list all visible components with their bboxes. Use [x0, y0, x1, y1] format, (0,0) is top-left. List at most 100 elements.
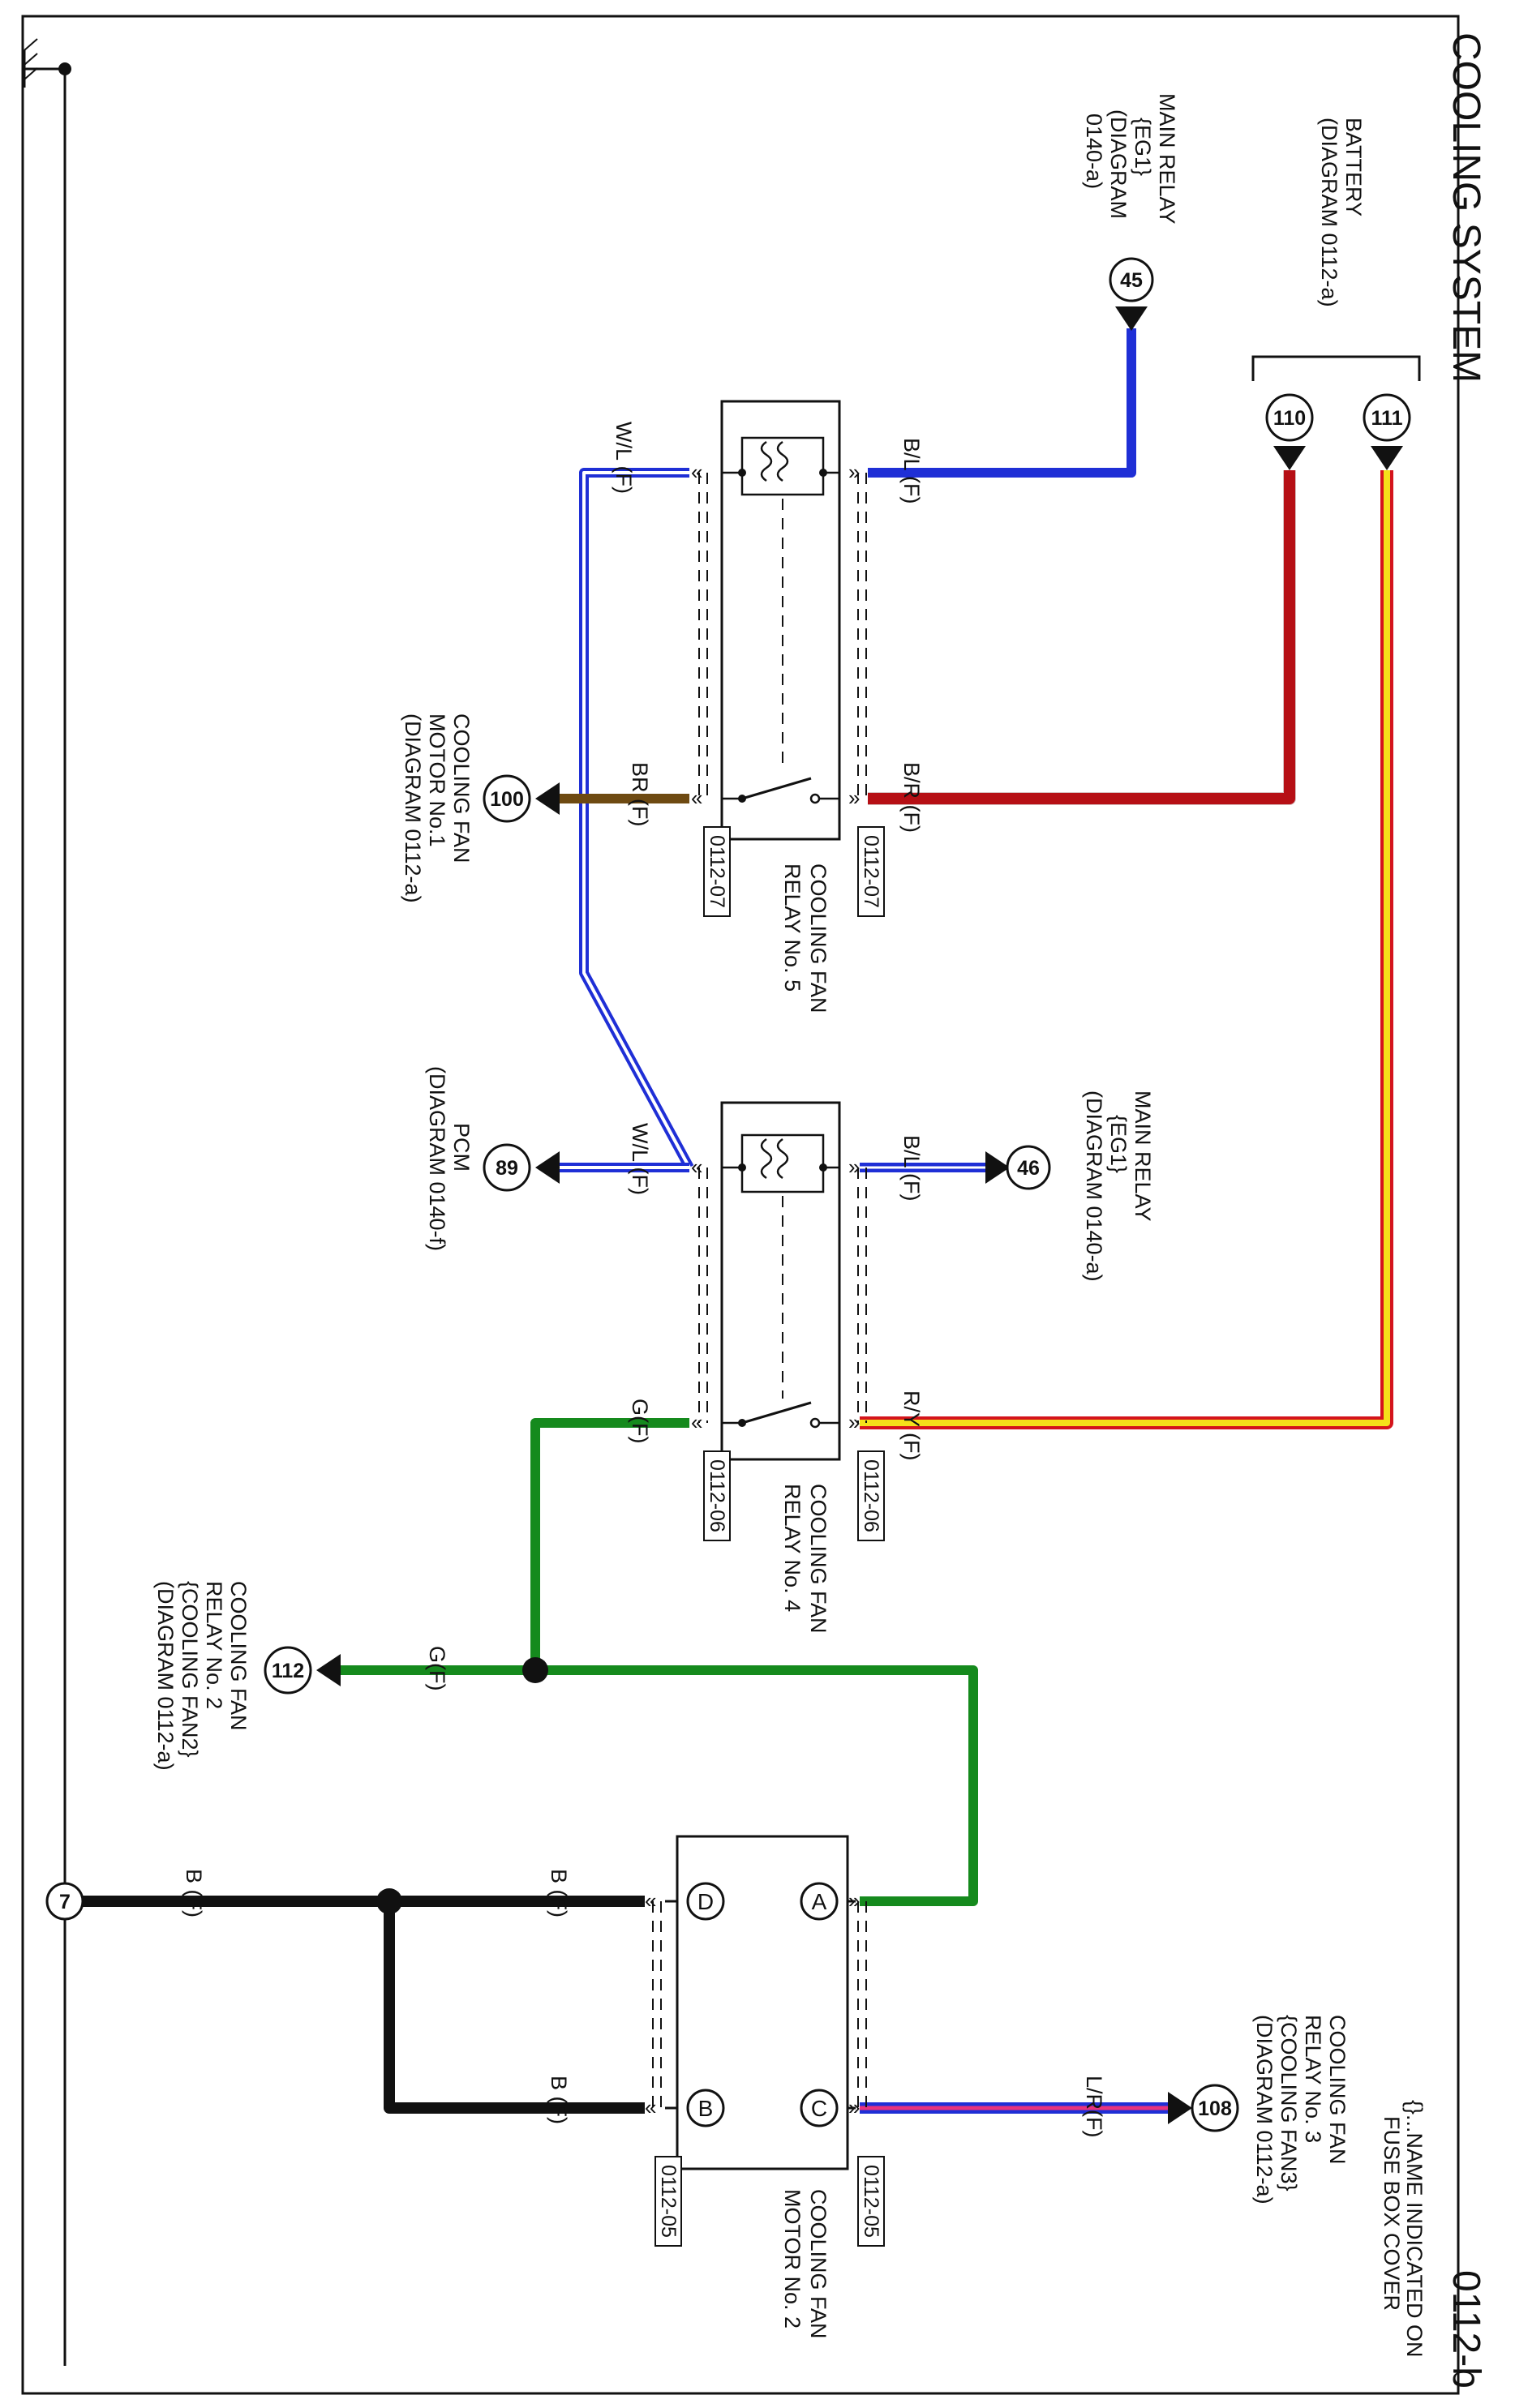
- svg-text:0112-06: 0112-06: [860, 1459, 882, 1532]
- wire-ry-111: [860, 470, 1393, 1429]
- svg-text:RELAY No. 5: RELAY No. 5: [780, 863, 805, 992]
- wire-label-b-gnd: B (F): [182, 1869, 206, 1917]
- svg-text:COOLING FAN: COOLING FAN: [1325, 2015, 1350, 2165]
- splice-green: [522, 1657, 548, 1683]
- wire-label-bl-mid: B/L (F): [899, 1135, 924, 1202]
- wire-label-bl-top: B/L (F): [899, 438, 924, 504]
- svg-text:COOLING FAN: COOLING FAN: [449, 713, 474, 863]
- t89-label: PCM (DIAGRAM 0140-f): [425, 1066, 474, 1251]
- svg-text:(DIAGRAM 0112-a): (DIAGRAM 0112-a): [401, 713, 425, 903]
- wire-label-lr: L/R(F): [1082, 2076, 1106, 2138]
- wire-label-wl-mid: W/L (F): [628, 1123, 652, 1195]
- svg-text:{EG1}: {EG1}: [1106, 1115, 1131, 1173]
- motor-2: » » « « A C D B: [645, 1835, 867, 2170]
- svg-text:112: 112: [272, 1660, 304, 1682]
- wire-label-g-relay4: G(F): [628, 1399, 652, 1443]
- code-motor2-top: 0112-05: [857, 2156, 885, 2247]
- svg-text:COOLING FAN: COOLING FAN: [226, 1581, 251, 1731]
- svg-text:D: D: [697, 1889, 714, 1914]
- code-relay5-top: 0112-07: [857, 826, 885, 917]
- svg-text:0112-07: 0112-07: [706, 835, 728, 908]
- svg-text:MAIN RELAY: MAIN RELAY: [1131, 1090, 1155, 1222]
- svg-text:COOLING FAN: COOLING FAN: [806, 863, 830, 1013]
- relay-4: » » « «: [691, 1101, 867, 1461]
- svg-text:(DIAGRAM 0140-f): (DIAGRAM 0140-f): [425, 1066, 449, 1251]
- svg-text:«: «: [691, 786, 702, 810]
- code-relay5-bottom: 0112-07: [703, 826, 731, 917]
- svg-text:100: 100: [490, 788, 524, 811]
- t100-label: COOLING FAN MOTOR No.1 (DIAGRAM 0112-a): [401, 713, 474, 903]
- page-code: 0112-b: [1444, 2270, 1487, 2389]
- t45-label: MAIN RELAY {EG1} (DIAGRAM 0140-a): [1082, 93, 1179, 225]
- legend-note: {}...NAME INDICATED ON FUSE BOX COVER: [1380, 2100, 1427, 2358]
- svg-text:RELAY No. 2: RELAY No. 2: [202, 1581, 226, 1709]
- wire-red-110: [868, 470, 1296, 805]
- wire-label-wl-top: W/L (F): [612, 422, 636, 494]
- svg-text:MOTOR No.1: MOTOR No.1: [425, 713, 449, 847]
- motor-pin-b: B: [686, 2089, 725, 2127]
- svg-text:RELAY No. 4: RELAY No. 4: [780, 1484, 805, 1612]
- terminal-112: 112: [264, 1646, 341, 1695]
- svg-text:MOTOR No. 2: MOTOR No. 2: [780, 2189, 805, 2329]
- svg-text:»: »: [848, 1155, 860, 1179]
- wire-label-ry: R/Y (F): [899, 1390, 924, 1461]
- wire-label-br-top: B/R (F): [899, 762, 924, 833]
- wire-label-g-112: G(F): [425, 1646, 449, 1690]
- terminal-45: 45: [1109, 257, 1154, 331]
- relay4-label: COOLING FAN RELAY No. 4: [780, 1484, 830, 1634]
- terminal-110: 110: [1265, 393, 1314, 470]
- svg-text:MAIN RELAY: MAIN RELAY: [1155, 93, 1179, 225]
- wire-bl-45: [868, 328, 1136, 478]
- motor-pin-c: C: [800, 2089, 839, 2127]
- svg-text:COOLING FAN: COOLING FAN: [806, 1484, 830, 1634]
- code-motor2-bottom: 0112-05: [654, 2156, 682, 2247]
- terminal-89: 89: [483, 1143, 560, 1192]
- svg-text:45: 45: [1120, 269, 1143, 292]
- ground-terminal-7: 7: [45, 1882, 84, 1921]
- svg-text:(DIAGRAM 0112-a): (DIAGRAM 0112-a): [1252, 2015, 1277, 2204]
- svg-text:7: 7: [59, 1891, 71, 1913]
- splice-black: [376, 1888, 402, 1914]
- motor-pin-a: A: [800, 1882, 839, 1921]
- terminal-46: 46: [985, 1145, 1051, 1190]
- svg-text:110: 110: [1273, 407, 1306, 430]
- svg-text:(DIAGRAM 0112-a): (DIAGRAM 0112-a): [1317, 118, 1341, 307]
- wire-black-ground: [81, 1888, 645, 2114]
- svg-text:(DIAGRAM 0112-a): (DIAGRAM 0112-a): [153, 1581, 178, 1771]
- code-relay4-top: 0112-06: [857, 1450, 885, 1541]
- svg-text:0112-06: 0112-06: [706, 1459, 728, 1532]
- wire-wl: [560, 468, 694, 1172]
- svg-text:BATTERY: BATTERY: [1341, 118, 1366, 216]
- svg-text:B: B: [698, 2096, 714, 2121]
- svg-text:«: «: [645, 1888, 656, 1913]
- terminal-100: 100: [483, 774, 560, 823]
- svg-text:{COOLING FAN2}: {COOLING FAN2}: [178, 1581, 202, 1758]
- motor2-label: COOLING FAN MOTOR No. 2: [780, 2189, 830, 2339]
- t112-label: COOLING FAN RELAY No. 2 {COOLING FAN2} (…: [153, 1581, 251, 1771]
- svg-text:«: «: [691, 1155, 702, 1179]
- svg-text:C: C: [811, 2096, 827, 2121]
- svg-text:0112-07: 0112-07: [860, 835, 882, 908]
- page-title: COOLING SYSTEM: [1444, 32, 1487, 383]
- svg-text:»: »: [848, 786, 860, 810]
- svg-text:0112-05: 0112-05: [860, 2165, 882, 2238]
- svg-text:111: 111: [1371, 407, 1403, 430]
- wire-label-b-b: B (F): [547, 2076, 571, 2124]
- svg-text:{COOLING FAN3}: {COOLING FAN3}: [1277, 2015, 1301, 2192]
- svg-text:«: «: [691, 1410, 702, 1434]
- svg-text:RELAY No. 3: RELAY No. 3: [1301, 2015, 1325, 2143]
- svg-text:0140-a): 0140-a): [1082, 114, 1106, 189]
- svg-text:{EG1}: {EG1}: [1131, 118, 1155, 176]
- ground-bus: [23, 38, 71, 2366]
- page-frame: [21, 15, 1460, 2395]
- t46-label: MAIN RELAY {EG1} (DIAGRAM 0140-a): [1082, 1090, 1155, 1282]
- svg-text:{}...NAME INDICATED ON: {}...NAME INDICATED ON: [1402, 2100, 1427, 2358]
- terminal-111: 111: [1363, 393, 1411, 470]
- svg-text:»: »: [848, 460, 860, 484]
- svg-text:A: A: [812, 1889, 827, 1914]
- t108-label: COOLING FAN RELAY No. 3 {COOLING FAN3} (…: [1252, 2015, 1350, 2204]
- svg-text:108: 108: [1198, 2097, 1232, 2120]
- relay5-label: COOLING FAN RELAY No. 5: [780, 863, 830, 1013]
- relay-5: » » « «: [691, 400, 867, 841]
